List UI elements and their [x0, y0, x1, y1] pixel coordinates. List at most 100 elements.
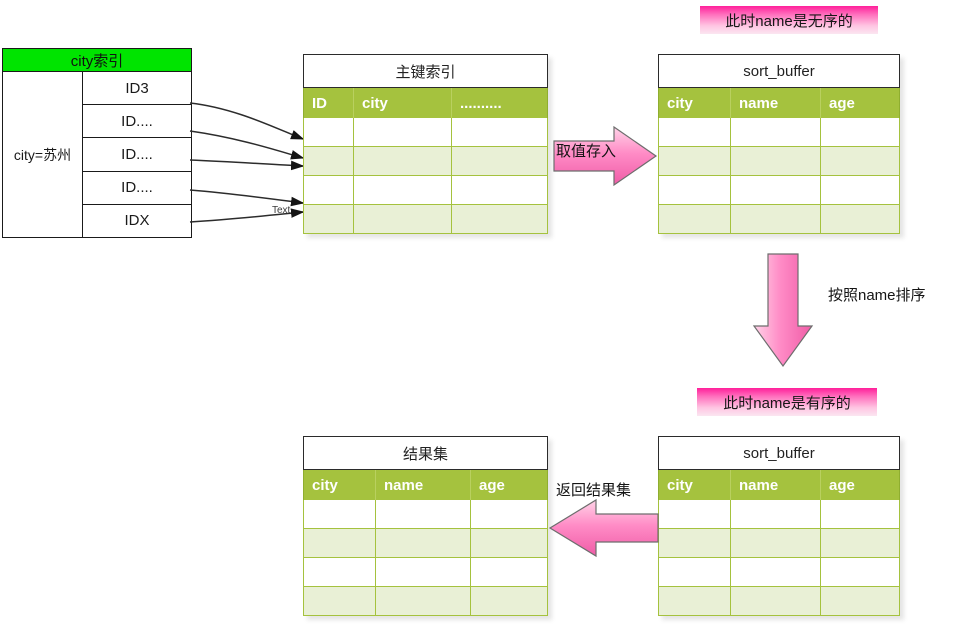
- table-row: [303, 500, 548, 529]
- table-row: [303, 147, 548, 176]
- table-cell: [304, 176, 354, 204]
- note-name-sorted: 此时name是有序的: [697, 388, 877, 416]
- table-cell: [659, 118, 731, 146]
- table-cell: [821, 205, 899, 233]
- table-row: [658, 587, 900, 616]
- list-item: ID....: [83, 105, 191, 139]
- table-row: [303, 558, 548, 587]
- column-header: name: [731, 88, 821, 118]
- table-cell: [821, 558, 899, 586]
- table-row: [303, 118, 548, 147]
- table-cell: [731, 500, 821, 528]
- table-cell: [471, 587, 547, 615]
- table-cell: [821, 118, 899, 146]
- column-header: ID: [304, 88, 354, 118]
- table-row: [658, 205, 900, 234]
- list-item: ID....: [83, 172, 191, 205]
- column-header: ..........: [460, 94, 502, 112]
- table-cell: [452, 118, 547, 146]
- table-row: [303, 205, 548, 234]
- table-cell: [731, 147, 821, 175]
- table-title: sort_buffer: [658, 436, 900, 470]
- table-cell: [354, 205, 452, 233]
- return-result-label: 返回结果集: [556, 482, 632, 499]
- table-cell: [471, 529, 547, 557]
- table-cell: [659, 147, 731, 175]
- table-title: 主键索引: [303, 54, 548, 88]
- fetch-into-label: 取值存入: [556, 143, 617, 160]
- table-header-row: city name age: [658, 88, 900, 118]
- table-cell: [304, 500, 376, 528]
- list-item: ID3: [83, 72, 191, 106]
- connector-text-label: Text: [272, 205, 291, 216]
- fetch-into-arrow: [552, 125, 660, 187]
- table-header-row: city name age: [658, 470, 900, 500]
- city-index-id-list: ID3 ID.... ID.... ID.... IDX: [83, 72, 191, 237]
- table-cell: [452, 176, 547, 204]
- table-cell: [659, 500, 731, 528]
- table-cell: [731, 558, 821, 586]
- table-cell: [659, 205, 731, 233]
- result-set-table: 结果集 city name age: [303, 436, 552, 620]
- table-cell: [821, 147, 899, 175]
- column-header: age: [829, 476, 855, 494]
- table-cell: [821, 176, 899, 204]
- table-cell: [659, 558, 731, 586]
- table-cell: [354, 118, 452, 146]
- column-header: age: [479, 476, 505, 494]
- sort-buffer-bottom-table: sort_buffer city name age: [658, 436, 904, 620]
- table-row: [658, 500, 900, 529]
- table-cell: [304, 529, 376, 557]
- table-title: sort_buffer: [658, 54, 900, 88]
- column-header: city: [304, 470, 376, 500]
- table-cell: [452, 205, 547, 233]
- table-cell: [731, 176, 821, 204]
- table-row: [303, 176, 548, 205]
- table-cell: [659, 176, 731, 204]
- table-cell: [304, 147, 354, 175]
- table-cell: [376, 587, 471, 615]
- city-index-condition: city=苏州: [3, 72, 83, 237]
- table-cell: [821, 587, 899, 615]
- table-cell: [304, 118, 354, 146]
- sort-by-name-arrow: [752, 252, 814, 370]
- column-header: city: [354, 88, 452, 118]
- primary-index-table: 主键索引 ID city ..........: [303, 54, 552, 238]
- table-cell: [376, 500, 471, 528]
- table-cell: [659, 529, 731, 557]
- table-row: [658, 147, 900, 176]
- return-result-arrow: [548, 498, 660, 558]
- table-cell: [354, 176, 452, 204]
- column-header: name: [731, 470, 821, 500]
- table-row: [658, 558, 900, 587]
- column-header: name: [376, 470, 471, 500]
- table-row: [658, 529, 900, 558]
- table-cell: [304, 587, 376, 615]
- table-header-row: ID city ..........: [303, 88, 548, 118]
- table-cell: [354, 147, 452, 175]
- table-cell: [731, 205, 821, 233]
- sort-by-name-label: 按照name排序: [828, 287, 926, 304]
- city-index-header: city索引: [2, 48, 192, 72]
- column-header: age: [829, 94, 855, 112]
- table-title: 结果集: [303, 436, 548, 470]
- table-row: [303, 529, 548, 558]
- table-cell: [304, 205, 354, 233]
- table-cell: [471, 500, 547, 528]
- table-cell: [376, 529, 471, 557]
- table-row: [658, 118, 900, 147]
- table-cell: [731, 118, 821, 146]
- table-cell: [659, 587, 731, 615]
- table-cell: [304, 558, 376, 586]
- table-row: [658, 176, 900, 205]
- table-cell: [821, 500, 899, 528]
- list-item: ID....: [83, 138, 191, 172]
- table-cell: [452, 147, 547, 175]
- city-index-box: city索引 city=苏州 ID3 ID.... ID.... ID.... …: [2, 48, 192, 238]
- table-cell: [731, 587, 821, 615]
- table-cell: [376, 558, 471, 586]
- table-row: [303, 587, 548, 616]
- table-cell: [821, 529, 899, 557]
- column-header: city: [659, 88, 731, 118]
